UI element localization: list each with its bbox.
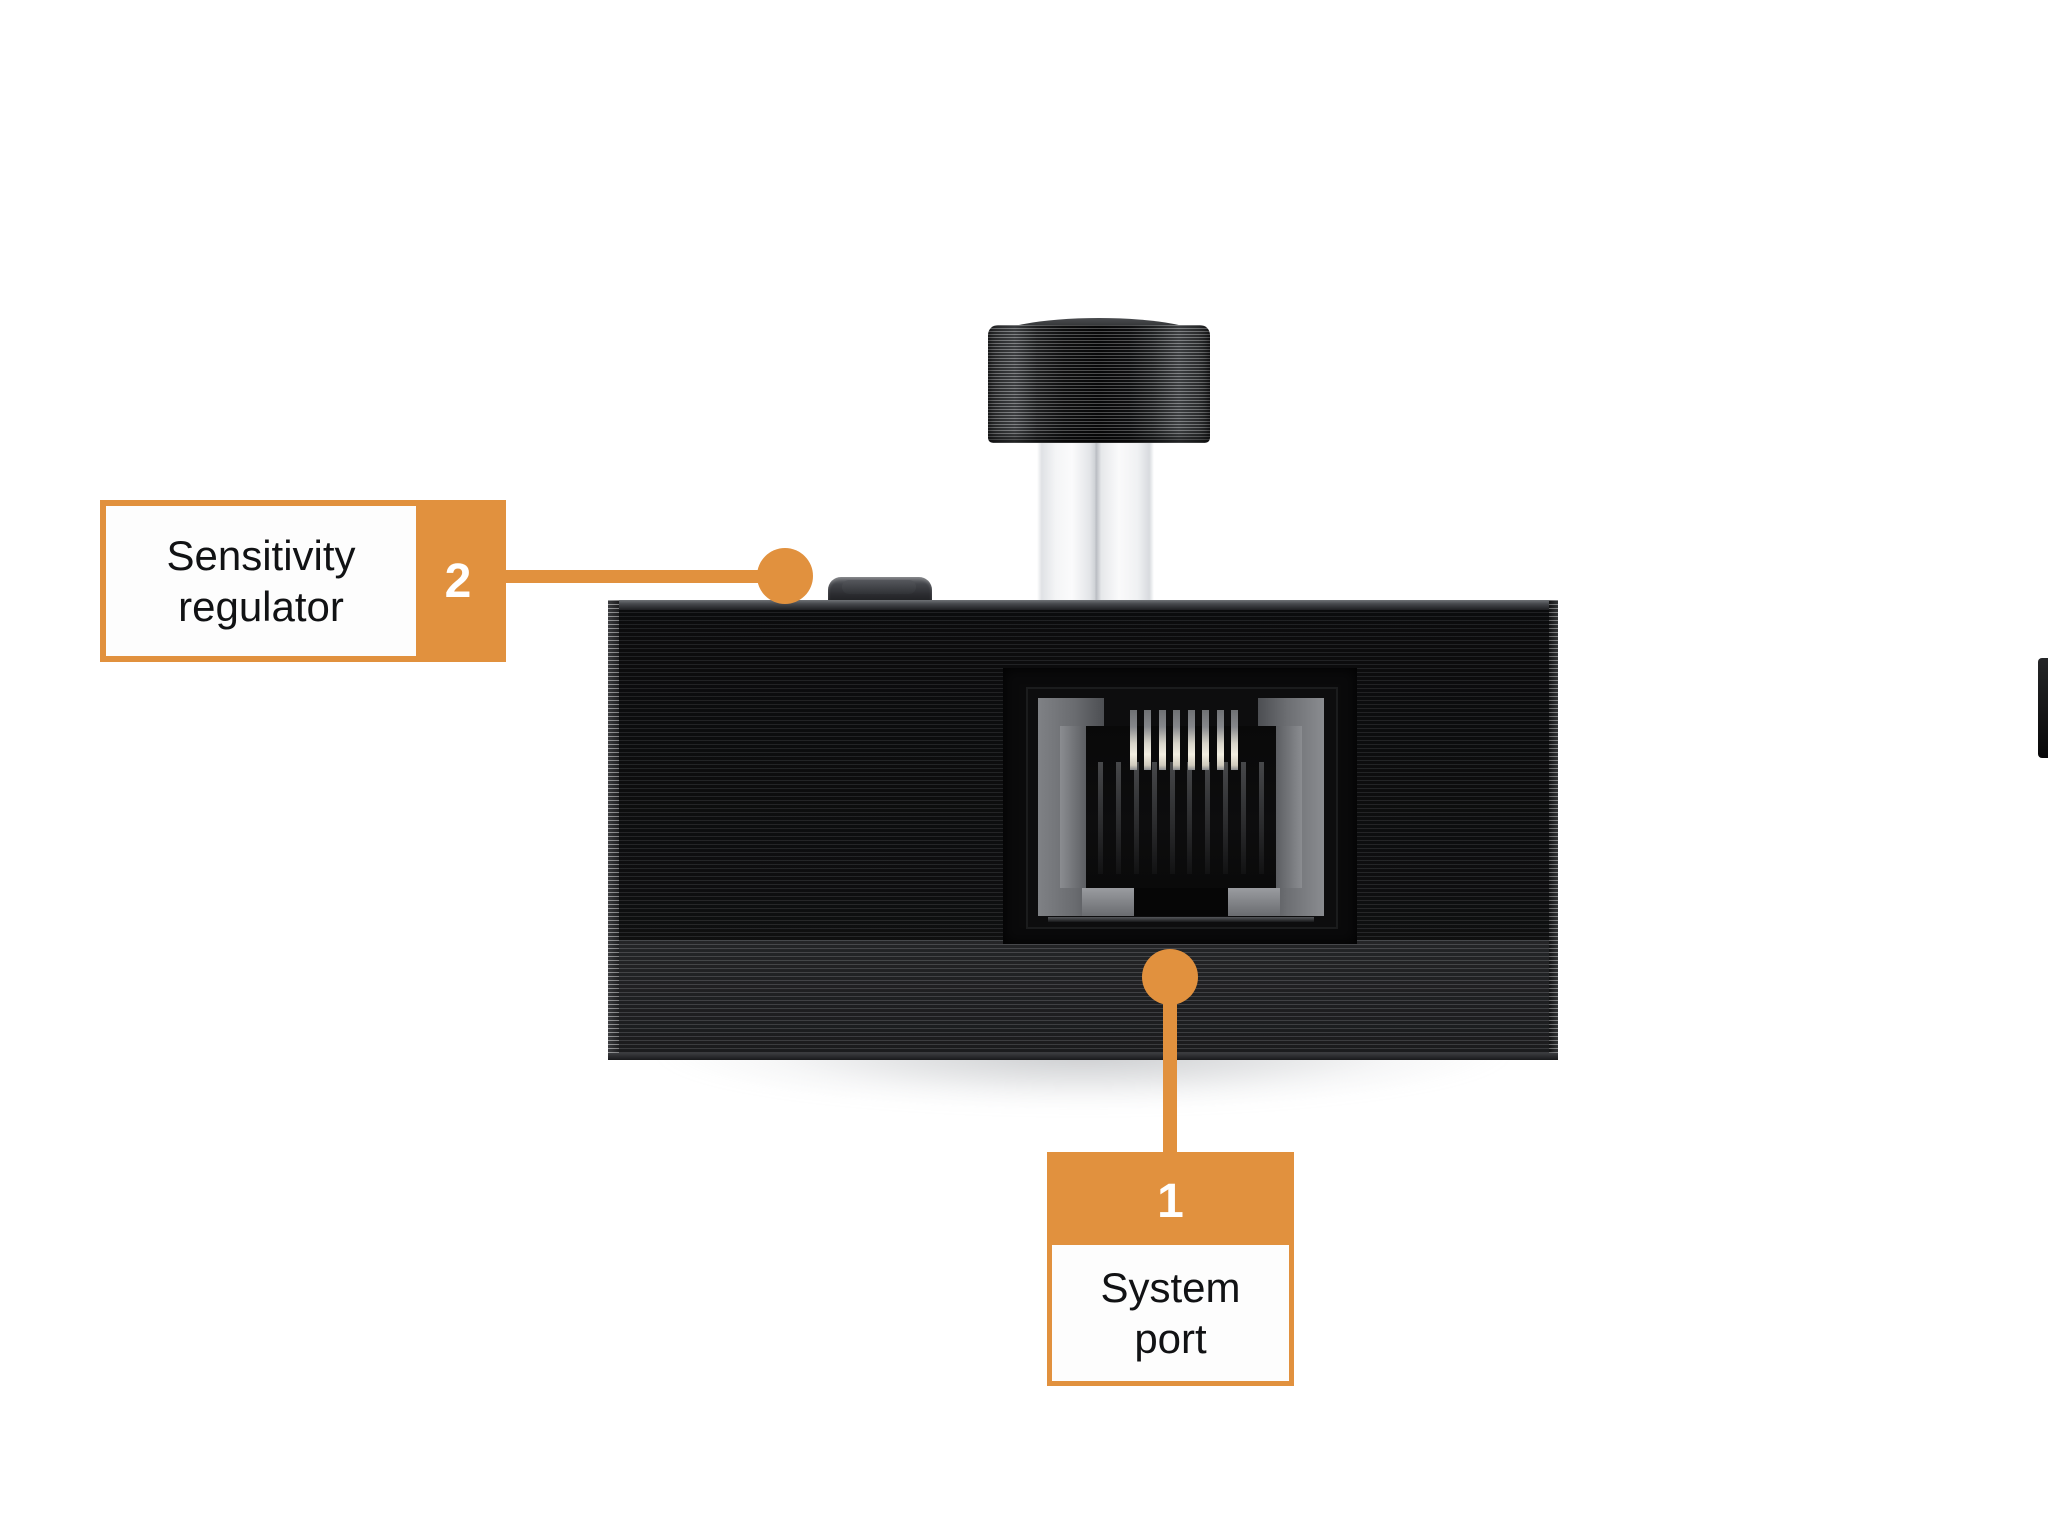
callout-1-text-box: System port [1052, 1245, 1289, 1381]
callout-2[interactable]: Sensitivity regulator 2 [100, 500, 506, 662]
rj45-pin [1187, 710, 1195, 770]
rj45-pin [1130, 710, 1137, 770]
rj45-pin [1202, 710, 1210, 770]
callout-1-leader-line [1163, 977, 1177, 1163]
callout-1-label-line-2: port [1134, 1315, 1207, 1362]
jack-internal-ribs [1098, 762, 1264, 874]
callout-2-anchor-dot [757, 548, 813, 604]
trim-potentiometer-slot [842, 580, 916, 594]
jack-foot-right [1228, 888, 1280, 916]
rj45-pin [1158, 710, 1166, 770]
jack-rib [1187, 762, 1193, 874]
callout-2-leader-line [500, 570, 788, 583]
body-bottom-edge [608, 1053, 1558, 1060]
rj45-system-port[interactable] [1038, 698, 1324, 922]
rj45-pin [1230, 710, 1238, 770]
rj45-pin [1216, 710, 1224, 770]
jack-clip-notch [1134, 888, 1228, 916]
jack-shoulder-right [1276, 726, 1302, 888]
jack-rib [1098, 762, 1103, 874]
callout-2-text-box: Sensitivity regulator [106, 506, 416, 656]
jack-rib [1205, 762, 1211, 874]
rj45-pin [1144, 710, 1152, 770]
body-lower-panel [608, 940, 1558, 1060]
callout-2-label-line-2: regulator [178, 583, 344, 630]
callout-1-anchor-dot [1142, 949, 1198, 1005]
callout-1-number: 1 [1157, 1174, 1184, 1228]
jack-cavity [1082, 726, 1280, 888]
body-top-edge [608, 600, 1558, 610]
knob-post [1037, 437, 1154, 624]
rj45-pin [1173, 710, 1181, 770]
thumb-knob-icon[interactable] [988, 325, 2048, 758]
body-left-edge [608, 600, 619, 1060]
callout-2-number: 2 [444, 554, 472, 608]
rj45-gold-pins [1130, 710, 1238, 770]
jack-rib [1151, 762, 1157, 874]
jack-rib [1115, 762, 1121, 874]
jack-rib [1133, 762, 1139, 874]
callout-2-label-line-1: Sensitivity [166, 531, 356, 579]
jack-rib [1169, 762, 1175, 874]
jack-rib [1258, 762, 1264, 874]
jack-rib [1223, 762, 1229, 874]
jack-base-edge [1048, 917, 1314, 922]
callout-1-label-line-1: System [1100, 1263, 1241, 1311]
body-right-edge [1549, 600, 1558, 1060]
jack-rib [1241, 762, 1246, 874]
callout-1[interactable]: 1 System port [1047, 1152, 1294, 1386]
knob-gloss-highlight [2038, 658, 2048, 758]
jack-foot-left [1082, 888, 1134, 916]
jack-shoulder-left [1060, 726, 1086, 888]
